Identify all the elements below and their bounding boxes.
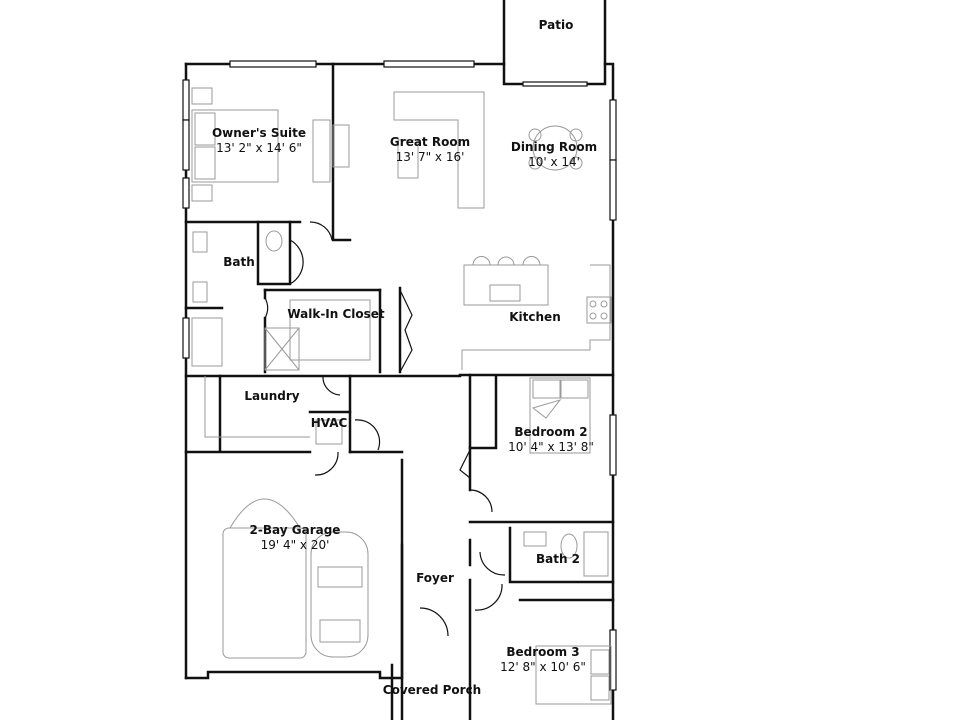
room-dimensions: 13' 7" x 16' [395, 150, 465, 164]
room-name: Patio [538, 18, 574, 32]
room-name: Bedroom 2 [514, 425, 588, 439]
windows [182, 60, 617, 691]
room-label-laundry: Laundry [244, 389, 299, 404]
room-dimensions: 12' 8" x 10' 6" [500, 660, 586, 674]
room-label-kitchen: Kitchen [509, 310, 561, 325]
room-name: Covered Porch [382, 683, 482, 697]
room-label-bath-2: Bath 2 [536, 552, 580, 567]
room-name: Bedroom 3 [506, 645, 580, 659]
room-dimensions: 10' x 14' [528, 155, 580, 169]
room-name: Great Room [389, 135, 471, 149]
room-name: Bath 2 [535, 552, 581, 566]
room-name: Dining Room [510, 140, 598, 154]
room-name: Walk-In Closet [287, 307, 385, 321]
room-name: HVAC [310, 416, 348, 430]
room-name: Kitchen [509, 310, 561, 324]
room-dimensions: 13' 2" x 14' 6" [216, 141, 302, 155]
room-label-patio: Patio [539, 18, 574, 33]
room-label-foyer: Foyer [416, 571, 454, 586]
room-dimensions: 10' 4" x 13' 8" [508, 440, 594, 454]
room-label-hvac: HVAC [311, 416, 348, 431]
room-name: Foyer [416, 571, 454, 585]
room-name: Laundry [244, 389, 300, 403]
room-dimensions: 19' 4" x 20' [260, 538, 330, 552]
room-name: 2-Bay Garage [249, 523, 341, 537]
room-name: Bath [223, 255, 255, 269]
room-name: Owner's Suite [211, 126, 307, 140]
doors [264, 221, 506, 637]
furniture [191, 87, 612, 705]
walls [184, 0, 615, 720]
room-label-bath: Bath [223, 255, 255, 270]
room-label-walk-in-closet: Walk-In Closet [287, 307, 384, 322]
room-label-covered-porch: Covered Porch [383, 683, 481, 698]
